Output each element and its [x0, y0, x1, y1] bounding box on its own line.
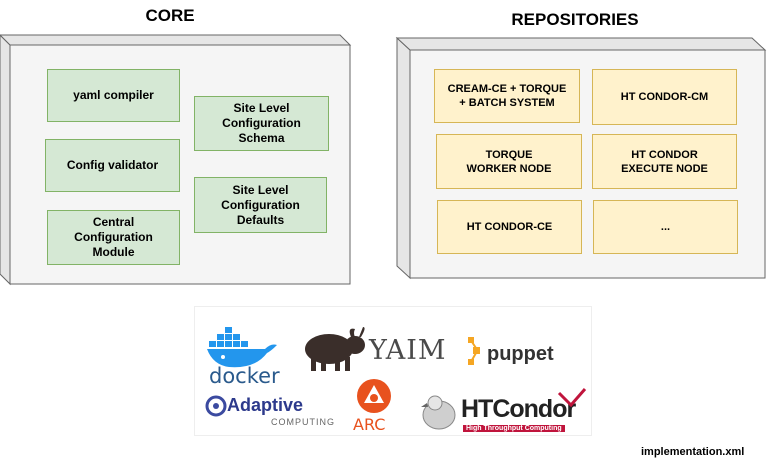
yak-icon — [305, 327, 365, 371]
arc-icon — [357, 379, 391, 413]
adaptive-sub-text: COMPUTING — [271, 417, 335, 427]
yaml-compiler-box: yaml compiler — [47, 69, 180, 122]
logos-panel: docker YAIM puppet Adaptive COMPUTING — [194, 306, 592, 436]
central-configuration-module-box: Central Configuration Module — [47, 210, 180, 265]
adaptive-logo-text: Adaptive — [227, 395, 304, 415]
docker-whale-icon — [207, 327, 277, 368]
core-heading: CORE — [145, 6, 195, 25]
puppet-icon — [468, 337, 480, 365]
config-validator-box: Config validator — [45, 139, 180, 192]
condor-bird-icon — [421, 395, 456, 430]
htcondor-check-icon — [557, 388, 587, 407]
cream-ce-torque-box: CREAM-CE + TORQUE + BATCH SYSTEM — [434, 69, 580, 123]
torque-worker-node-box: TORQUE WORKER NODE — [436, 134, 582, 189]
ht-condor-cm-box: HT CONDOR-CM — [592, 69, 737, 125]
ht-condor-ce-box: HT CONDOR-CE — [437, 200, 582, 254]
ht-condor-execute-node-box: HT CONDOR EXECUTE NODE — [592, 134, 737, 189]
repositories-heading: REPOSITORIES — [511, 10, 639, 29]
puppet-logo-text: puppet — [487, 343, 554, 365]
yaim-logo-text: YAIM — [369, 335, 447, 366]
htcondor-sub-text: High Throughput Computing — [463, 425, 565, 432]
site-level-configuration-schema-box: Site Level Configuration Schema — [194, 96, 329, 151]
docker-logo-text: docker — [209, 364, 280, 388]
site-level-configuration-defaults-box: Site Level Configuration Defaults — [194, 177, 327, 233]
filename-label: implementation.xml — [641, 446, 745, 458]
htcondor-logo-text: HTCondor — [461, 395, 576, 423]
arc-logo-text: ARC — [353, 415, 386, 434]
ellipsis-box: ... — [593, 200, 738, 254]
adaptive-swirl-icon — [205, 395, 227, 417]
